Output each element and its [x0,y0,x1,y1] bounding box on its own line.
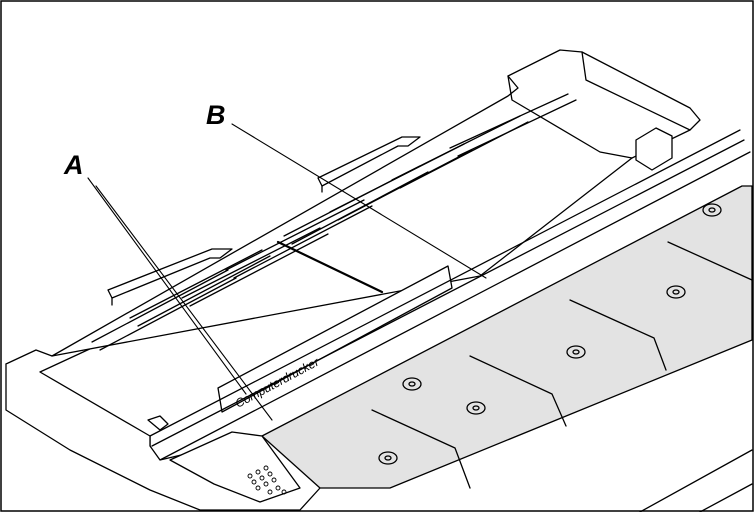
knob-texture [247,465,287,495]
printer-right-body [639,449,753,512]
paper-guide-b [276,240,384,294]
paper-tray-top [51,49,701,357]
callout-a: A [63,150,84,180]
right-tab [635,127,673,171]
paper-folds [371,241,753,489]
sprocket-holes [378,203,722,465]
rear-wire-rail [107,136,421,306]
paper-knob [169,431,301,503]
callout-b: B [206,100,226,130]
front-rails [149,129,751,471]
callout-leaders [87,123,487,421]
tray-ribs [91,93,577,351]
front-guide-plate [217,265,453,413]
